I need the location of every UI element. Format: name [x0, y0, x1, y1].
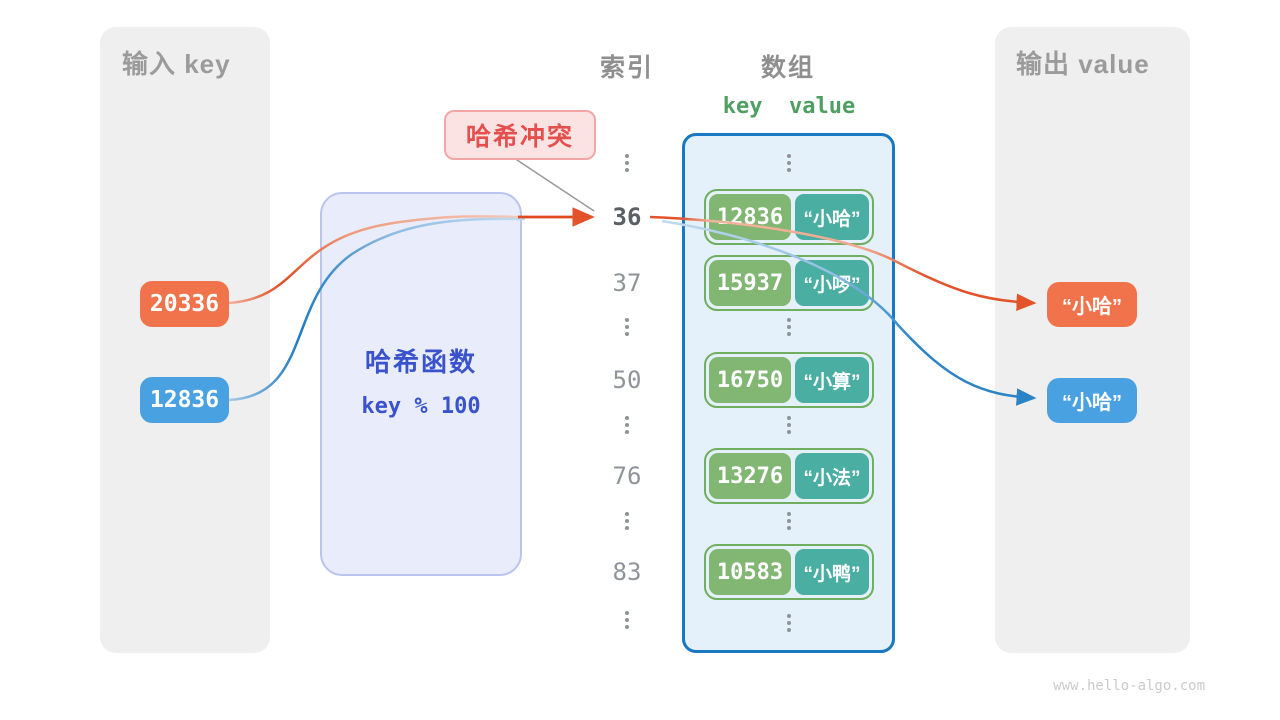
hash-function-box: 哈希函数 key % 100 — [320, 192, 522, 576]
hash-function-title: 哈希函数 — [364, 347, 477, 377]
index-column-title: 索引 — [599, 54, 654, 82]
ellipsis-icon — [783, 416, 795, 434]
entry-key: 10583 — [709, 549, 791, 595]
index-value: 37 — [612, 269, 642, 297]
site-watermark: www.hello-algo.com — [1053, 678, 1205, 694]
array-entry: 16750 “小算” — [704, 352, 874, 408]
output-value-panel — [995, 27, 1190, 653]
hash-collision-label: 哈希冲突 — [444, 110, 596, 160]
input-key-12836: 12836 — [140, 377, 229, 423]
entry-key: 15937 — [709, 260, 791, 306]
ellipsis-icon — [621, 512, 633, 530]
input-panel-title: 输入 key — [122, 49, 231, 79]
ellipsis-icon — [621, 611, 633, 629]
entry-value: “小算” — [795, 357, 869, 403]
output-panel-title: 输出 value — [1016, 49, 1150, 79]
entry-value: “小法” — [795, 453, 869, 499]
array-column-title: 数组 — [760, 54, 815, 82]
entry-value: “小哈” — [795, 194, 869, 240]
array-entry: 10583 “小鸭” — [704, 544, 874, 600]
ellipsis-icon — [621, 154, 633, 172]
entry-key: 12836 — [709, 194, 791, 240]
output-value-orange: “小哈” — [1047, 282, 1137, 327]
index-value: 83 — [612, 558, 642, 586]
ellipsis-icon — [783, 318, 795, 336]
ellipsis-icon — [783, 154, 795, 172]
index-value: 36 — [612, 203, 642, 231]
array-entry: 15937 “小啰” — [704, 255, 874, 311]
hash-function-formula: key % 100 — [361, 394, 481, 419]
index-value: 76 — [612, 462, 642, 490]
ellipsis-icon — [783, 614, 795, 632]
input-key-panel — [100, 27, 270, 653]
array-entry: 12836 “小哈” — [704, 189, 874, 245]
collision-pointer-line — [513, 157, 595, 212]
index-value: 50 — [612, 366, 642, 394]
ellipsis-icon — [621, 416, 633, 434]
entry-key: 16750 — [709, 357, 791, 403]
entry-key: 13276 — [709, 453, 791, 499]
output-value-blue: “小哈” — [1047, 378, 1137, 423]
array-entry: 13276 “小法” — [704, 448, 874, 504]
entry-value: “小啰” — [795, 260, 869, 306]
entry-value: “小鸭” — [795, 549, 869, 595]
ellipsis-icon — [621, 318, 633, 336]
input-key-20336: 20336 — [140, 281, 229, 327]
key-value-header: key value — [722, 94, 856, 119]
ellipsis-icon — [783, 512, 795, 530]
